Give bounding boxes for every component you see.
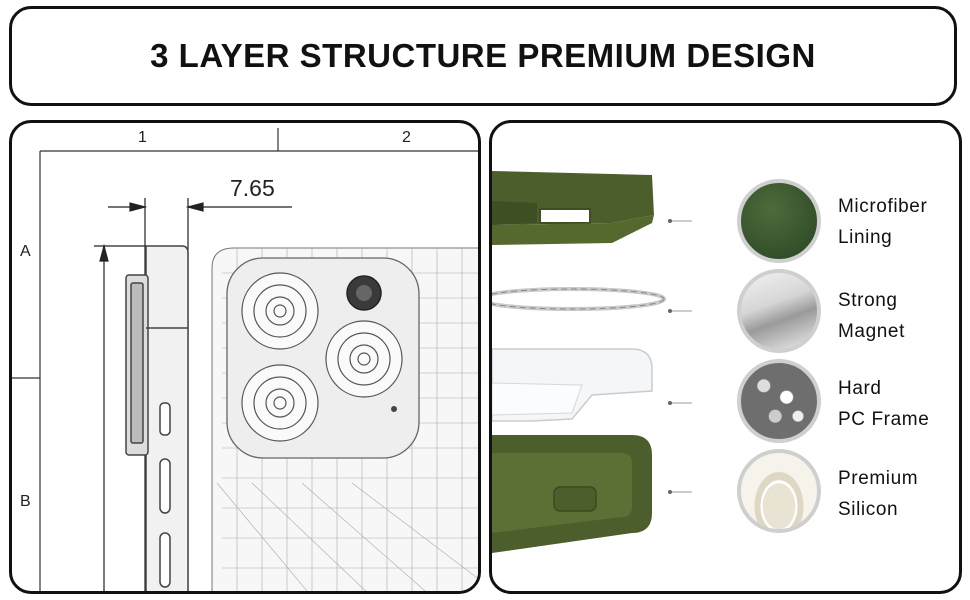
dimension-value: 7.65 — [230, 175, 275, 201]
layer-label-microfiber: Microfiber Lining — [838, 196, 928, 248]
silicone-case-piece — [492, 435, 652, 553]
row-label-a: A — [20, 243, 31, 260]
layer-label-pc-frame: Hard PC Frame — [838, 378, 930, 430]
pc-frame-piece — [492, 348, 653, 422]
silicone-swirl-icon — [737, 449, 821, 533]
page-title: 3 LAYER STRUCTURE PREMIUM DESIGN — [150, 37, 816, 74]
magnet-ring-piece — [492, 287, 666, 311]
layer-label-silicon: Premium Silicon — [838, 468, 919, 520]
case-layers-illustration — [492, 171, 692, 553]
microfiber-swatch-icon — [737, 179, 821, 263]
microfiber-layer-piece — [492, 171, 654, 245]
title-banner: 3 LAYER STRUCTURE PREMIUM DESIGN — [9, 6, 957, 106]
col-label-2: 2 — [402, 129, 411, 146]
magnet-ring-icon — [737, 269, 821, 353]
phone-wireframe-drawing — [12, 128, 478, 591]
pc-granules-icon — [737, 359, 821, 443]
col-label-1: 1 — [138, 129, 147, 146]
technical-drawing-panel: 1 2 A B 7.65 — [9, 120, 481, 594]
layers-panel: Microfiber Lining Strong Magnet Hard PC … — [489, 120, 962, 594]
layer-label-magnet: Strong Magnet — [838, 290, 905, 342]
row-label-b: B — [20, 493, 31, 510]
